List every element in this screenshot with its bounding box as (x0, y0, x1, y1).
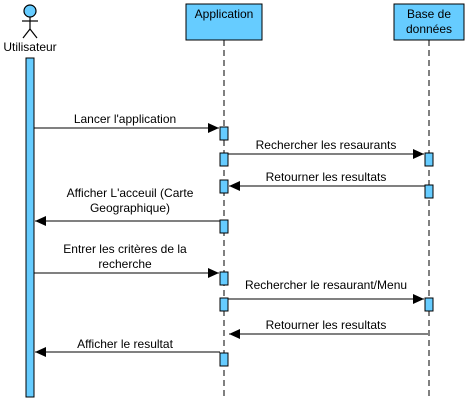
participant-database-label: Base de données (405, 7, 453, 36)
activation-application (219, 126, 229, 141)
actor-label: Utilisateur (3, 40, 57, 54)
message-label: Retourner les resultats (265, 318, 387, 332)
activation-database (424, 152, 434, 167)
activation-database (424, 297, 434, 312)
activation-database (424, 184, 434, 199)
activation-actor (25, 57, 35, 398)
activation-application (219, 297, 229, 312)
activation-application (219, 352, 229, 367)
activation-application (219, 219, 229, 234)
participant-database-box (393, 3, 465, 41)
message-label: Afficher le resultat (77, 337, 173, 351)
message-label: Entrer les critères de la recherche (63, 242, 187, 271)
message-label: Retourner les resultats (265, 170, 387, 184)
actor-icon (22, 4, 38, 39)
message-label: Rechercher le resaurant/Menu (244, 278, 408, 292)
message-label: Rechercher les resaurants (255, 138, 397, 152)
message-label: Afficher L'acceuil (Carte Geographique) (66, 186, 194, 215)
participant-application-label: Application (194, 7, 254, 21)
message-label: Lancer l'application (73, 112, 177, 126)
activation-application (219, 271, 229, 286)
activation-application (219, 179, 229, 194)
activation-application (219, 152, 229, 167)
